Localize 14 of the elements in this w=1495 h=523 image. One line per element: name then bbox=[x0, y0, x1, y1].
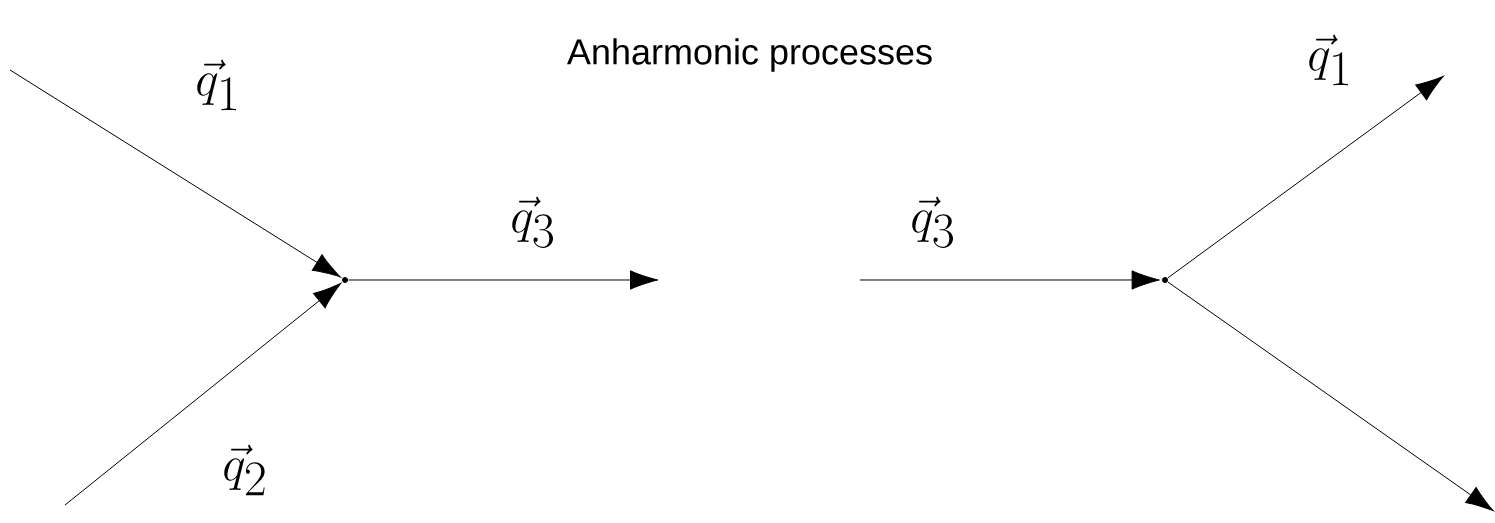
edge-label: $\vec{q}_{1}$ bbox=[197, 59, 236, 111]
edge-label: $\vec{q}_{3}$ bbox=[512, 196, 554, 248]
arrow bbox=[9, 69, 341, 278]
edge-label: $\vec{q}_{3}$ bbox=[912, 196, 954, 248]
vertex-point bbox=[342, 277, 348, 283]
edge-label: $\vec{q}_{2}$ bbox=[224, 444, 265, 496]
arrow bbox=[859, 270, 1160, 290]
vertex-point bbox=[1162, 277, 1168, 283]
arrow bbox=[347, 270, 659, 290]
arrow bbox=[1167, 75, 1444, 279]
title: Anharmonic processes bbox=[567, 38, 932, 72]
arrow bbox=[64, 283, 342, 506]
arrow bbox=[1167, 281, 1494, 512]
edge-label: $\vec{q}_{1}$ bbox=[1309, 34, 1348, 86]
